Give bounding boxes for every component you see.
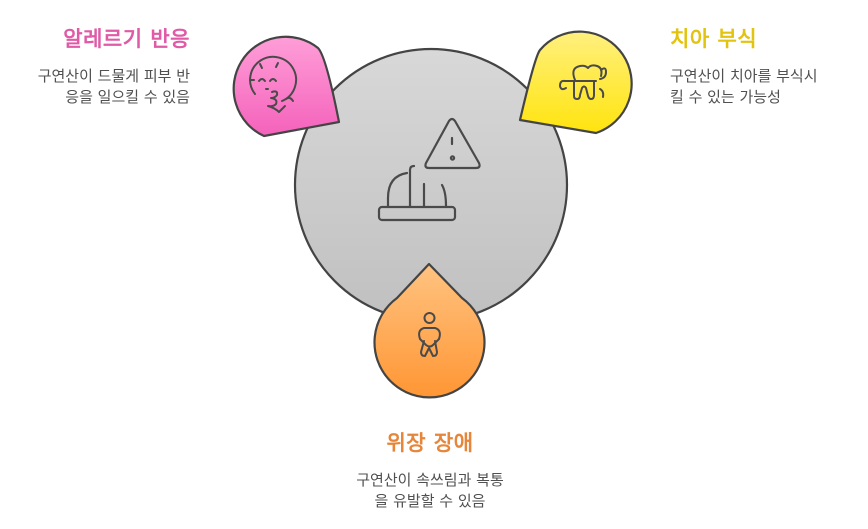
gi-disorder-title: 위장 장애 [386, 431, 474, 455]
allergy-node [232, 35, 341, 138]
allergy-description: 구연산이 드물게 피부 반 응을 일으킬 수 있음 [0, 66, 190, 108]
face-rash-icon [249, 55, 298, 113]
tooth-erosion-node [518, 30, 633, 135]
center-node [293, 47, 569, 323]
gi-disorder-label: 위장 장애 구연산이 속쓰림과 복통 을 유발할 수 있음 [325, 430, 535, 512]
tooth-erosion-title: 치아 부식 [670, 27, 758, 51]
allergy-title: 알레르기 반응 [63, 27, 190, 51]
allergy-description-line1: 구연산이 드물게 피부 반 [37, 67, 190, 85]
tooth-erosion-description-line1: 구연산이 치아를 부식시 [670, 67, 818, 85]
gi-disorder-description: 구연산이 속쓰림과 복통 을 유발할 수 있음 [325, 470, 535, 512]
tooth-icon [559, 64, 607, 100]
gi-disorder-description-line2: 을 유발할 수 있음 [374, 492, 486, 510]
stomach-ache-person-icon [418, 312, 441, 357]
allergy-label: 알레르기 반응 구연산이 드물게 피부 반 응을 일으킬 수 있음 [0, 26, 190, 108]
gi-disorder-description-line1: 구연산이 속쓰림과 복통 [356, 471, 504, 489]
tooth-erosion-description-line2: 킬 수 있는 가능성 [670, 88, 781, 106]
gi-disorder-node [373, 262, 486, 399]
tooth-erosion-label: 치아 부식 구연산이 치아를 부식시 킬 수 있는 가능성 [670, 26, 860, 108]
tooth-erosion-description: 구연산이 치아를 부식시 킬 수 있는 가능성 [670, 66, 860, 108]
dental-warning-icon [377, 117, 481, 222]
allergy-description-line2: 응을 일으킬 수 있음 [65, 88, 190, 106]
